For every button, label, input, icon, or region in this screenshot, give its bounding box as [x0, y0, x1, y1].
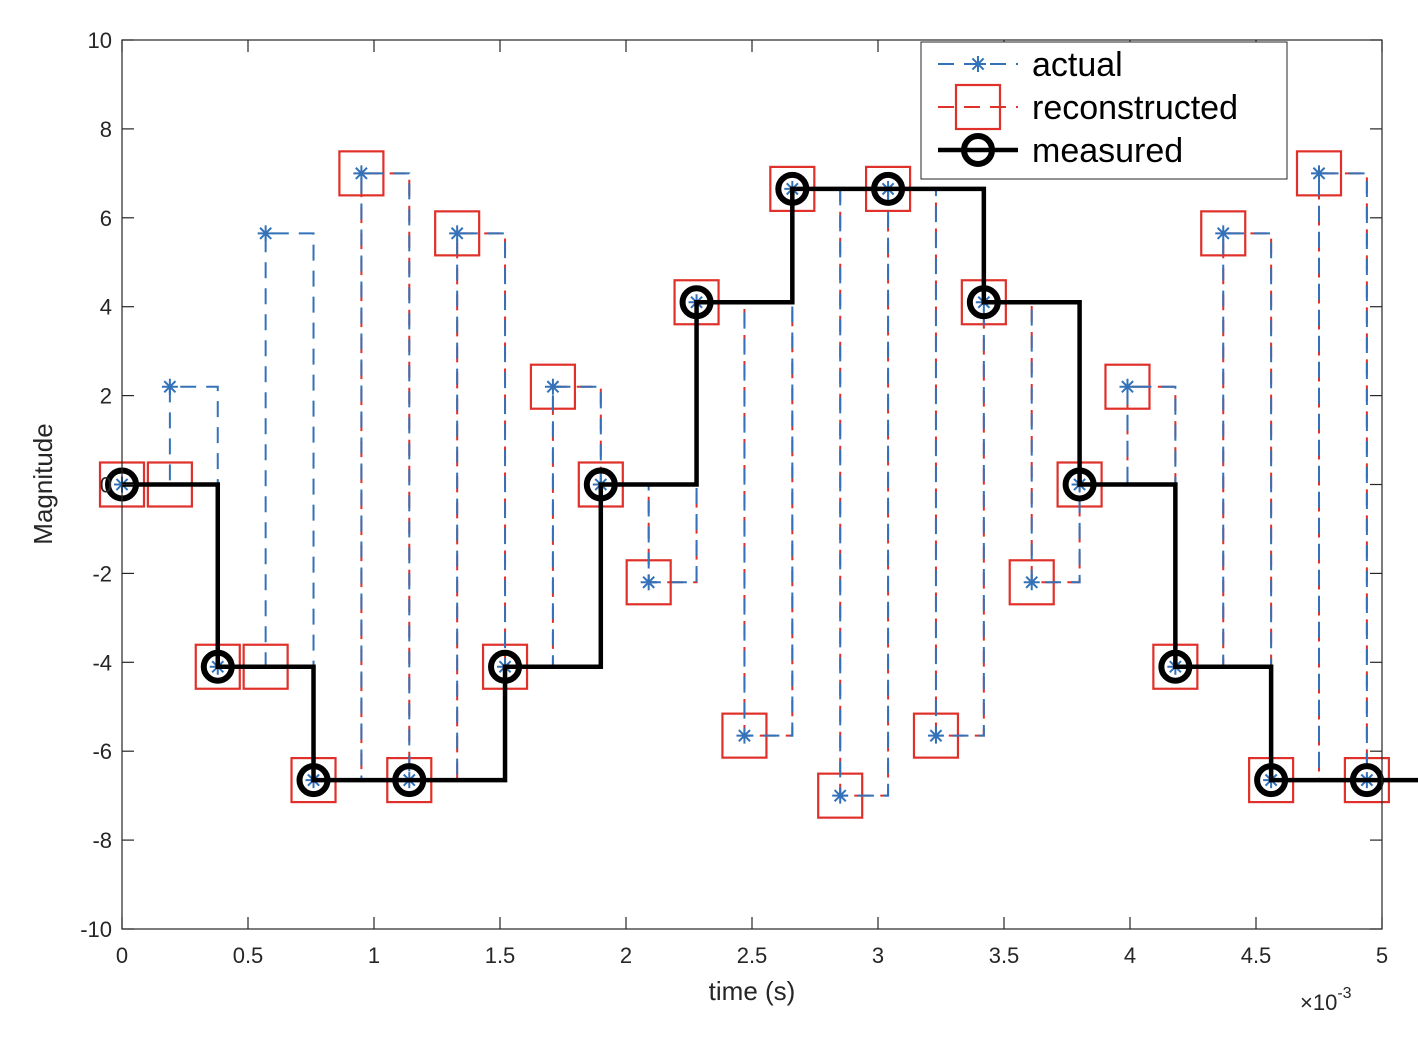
y-tick-label: -10	[80, 917, 112, 942]
x-tick-label: 2	[620, 943, 632, 968]
point-actual	[544, 378, 561, 395]
point-reconstructed	[1200, 210, 1247, 257]
marker-stroke	[1216, 227, 1230, 240]
y-tick-label: -6	[92, 739, 112, 764]
point-actual	[1023, 574, 1040, 591]
point-reconstructed	[434, 210, 481, 257]
y-axis-title: Magnitude	[28, 423, 58, 544]
point-actual	[257, 225, 274, 242]
x-tick-label: 2.5	[737, 943, 768, 968]
y-tick-label: 8	[100, 117, 112, 142]
x-tick-label: 0	[116, 943, 128, 968]
point-measured	[488, 649, 523, 684]
y-tick-label: -2	[92, 561, 112, 586]
point-measured	[679, 285, 714, 320]
legend: actual reconstructed measured	[920, 41, 1288, 180]
legend-item-actual: actual	[938, 46, 1123, 84]
x-tick-label: 3	[872, 943, 884, 968]
x-exponent-base: ×10	[1300, 990, 1337, 1015]
series-measured	[105, 171, 1418, 798]
y-tick-label: -8	[92, 828, 112, 853]
marker-stroke	[1312, 167, 1326, 180]
point-measured	[296, 763, 331, 798]
point-reconstructed	[338, 150, 385, 197]
legend-marker-reconstructed	[954, 83, 1002, 131]
marker-stroke	[929, 729, 943, 742]
point-measured	[1062, 467, 1097, 502]
point-measured	[775, 171, 810, 206]
y-tick-label: -4	[92, 650, 112, 675]
point-measured	[966, 285, 1001, 320]
legend-marker-measured	[961, 133, 995, 167]
point-measured	[1254, 763, 1289, 798]
point-actual	[927, 727, 944, 744]
point-actual	[640, 574, 657, 591]
point-actual	[832, 787, 849, 804]
legend-marker-actual	[970, 56, 986, 72]
point-actual	[1119, 378, 1136, 395]
y-tick-label: 0	[100, 473, 112, 498]
legend-item-measured: measured	[938, 132, 1183, 170]
point-measured	[1349, 763, 1384, 798]
x-exponent-power: -3	[1337, 985, 1351, 1002]
legend-items: actual reconstructed measured	[938, 46, 1238, 170]
x-tick-label: 4.5	[1241, 943, 1272, 968]
x-tick-label: 1.5	[485, 943, 516, 968]
point-actual	[1215, 225, 1232, 242]
point-measured	[200, 649, 235, 684]
legend-label-actual: actual	[1032, 46, 1123, 84]
marker-stroke	[546, 380, 560, 394]
x-tick-label: 3.5	[989, 943, 1020, 968]
x-tick-label: 0.5	[233, 943, 264, 968]
point-actual	[1311, 165, 1327, 182]
series-layer	[98, 150, 1418, 819]
marker-stroke	[163, 380, 177, 394]
marker-stroke	[738, 729, 751, 742]
point-actual	[449, 225, 466, 242]
x-tick-label: 1	[368, 943, 380, 968]
marker-stroke	[1121, 380, 1134, 394]
series-line-measured	[122, 186, 1418, 783]
legend-label-measured: measured	[1032, 132, 1183, 170]
legend-label-reconstructed: reconstructed	[1032, 89, 1238, 127]
x-tick-label: 5	[1376, 943, 1388, 968]
y-tick-label: 2	[100, 384, 112, 409]
marker-stroke	[450, 227, 464, 240]
point-actual	[736, 727, 753, 744]
point-measured	[392, 763, 427, 798]
marker-stroke	[259, 227, 272, 240]
point-measured	[871, 171, 906, 206]
x-exponent-label: ×10-3	[1300, 985, 1352, 1015]
ticks-layer: 0 0.5 1 1.5 2 2.5 3 3.5 4 4.5 5 10 8 6 4 2 0 -2 -4 -6 -8 -10	[80, 28, 1388, 968]
marker-stroke	[642, 575, 655, 589]
marker-stroke	[971, 57, 985, 71]
marker-stroke	[833, 789, 847, 802]
y-tick-label: 6	[100, 206, 112, 231]
point-actual	[161, 378, 178, 395]
y-tick-label: 10	[88, 28, 112, 53]
x-tick-label: 4	[1124, 943, 1136, 968]
point-measured	[583, 467, 618, 502]
marker-stroke	[355, 167, 368, 180]
y-tick-label: 4	[100, 295, 112, 320]
marker-stroke	[1025, 575, 1039, 589]
point-actual	[353, 165, 370, 182]
x-axis-title: time (s)	[709, 976, 796, 1006]
point-measured	[1158, 649, 1193, 684]
legend-item-reconstructed: reconstructed	[938, 83, 1238, 131]
